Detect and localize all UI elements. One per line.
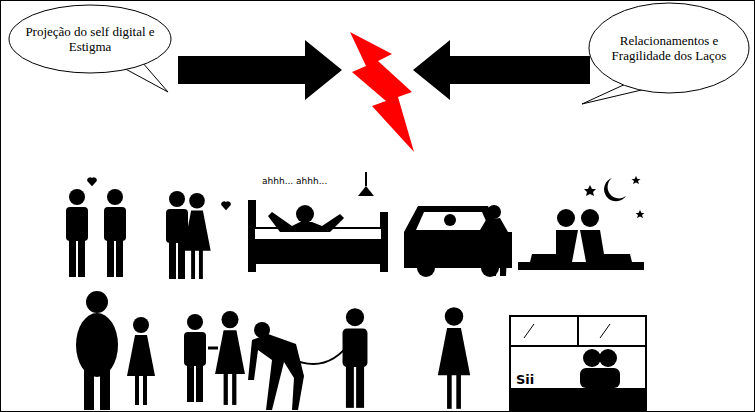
bubble-text-group: Projeção do self digital e Estigma bbox=[25, 24, 155, 54]
person-icon bbox=[104, 189, 126, 277]
speech-bubble: Relacionamentos e Fragilidade dos Laços bbox=[588, 2, 750, 94]
person-icon bbox=[127, 317, 155, 405]
arrow-shape bbox=[413, 40, 590, 100]
person-icon bbox=[215, 311, 245, 405]
lightning-bolt bbox=[350, 32, 414, 152]
heart-icon bbox=[221, 201, 231, 210]
car-icon bbox=[404, 205, 512, 277]
arrow-shape bbox=[178, 40, 342, 100]
person-icon bbox=[343, 308, 368, 408]
person-icon bbox=[76, 291, 118, 410]
heart-icon bbox=[87, 177, 97, 186]
illustration-label: Sii bbox=[516, 372, 534, 387]
person-icon bbox=[66, 189, 88, 277]
person-icon bbox=[166, 191, 188, 279]
person-icon bbox=[183, 193, 210, 279]
leash-icon bbox=[248, 322, 352, 410]
illustration-label: ahhh... ahhh... bbox=[262, 176, 327, 186]
bubble-text: Projeção do self digital e Estigma bbox=[25, 24, 155, 54]
person-icon bbox=[184, 314, 206, 402]
bubble-text-group: Relacionamentos e Fragilidade dos Laços bbox=[610, 33, 728, 63]
night-couple-icon bbox=[518, 176, 645, 270]
bubble-text: Relacionamentos e Fragilidade dos Laços bbox=[610, 33, 728, 63]
person-icon bbox=[438, 307, 470, 409]
bed-icon bbox=[248, 172, 388, 272]
counter-icon bbox=[510, 316, 646, 410]
speech-bubble: Projeção do self digital e Estigma bbox=[8, 4, 172, 74]
